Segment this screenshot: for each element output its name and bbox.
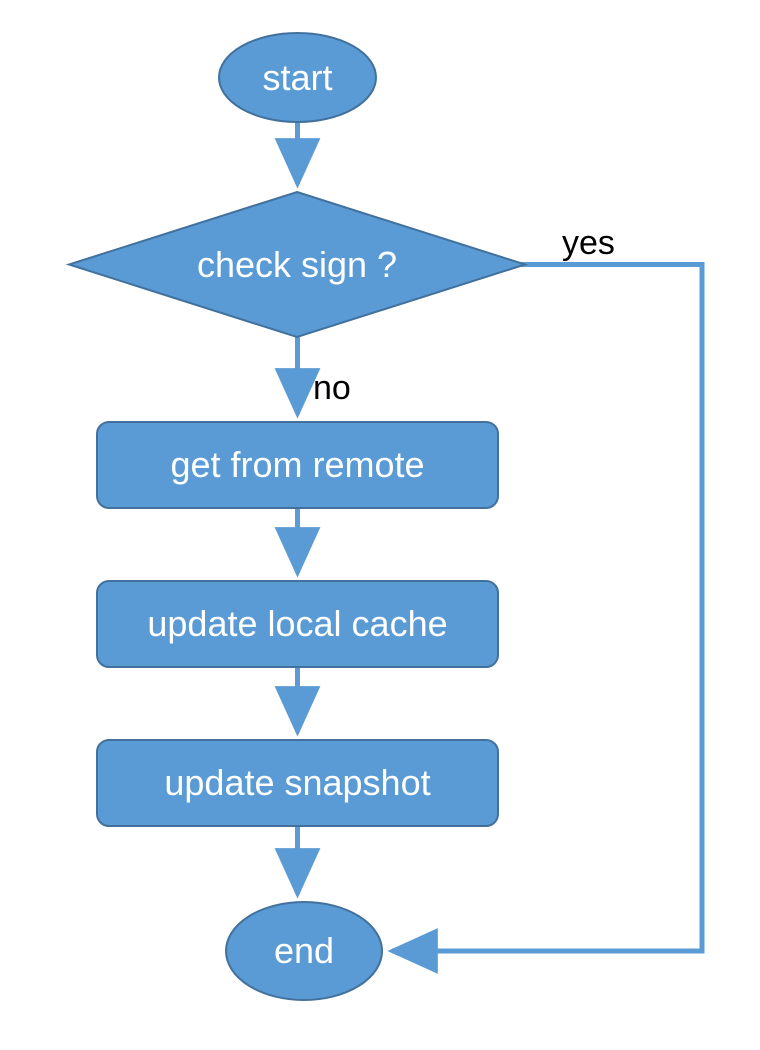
edge-label-no: no bbox=[313, 369, 351, 407]
nodes-layer bbox=[65, 32, 529, 1001]
node-update-local-cache-shape[interactable] bbox=[96, 580, 499, 668]
node-check-sign-shape[interactable] bbox=[65, 190, 529, 339]
node-get-from-remote-shape[interactable] bbox=[96, 421, 499, 509]
edge-check-yes-to-end bbox=[387, 262, 705, 974]
node-update-snapshot-shape[interactable] bbox=[96, 739, 499, 827]
node-end-shape[interactable] bbox=[225, 901, 383, 1001]
node-start-shape[interactable] bbox=[218, 32, 377, 123]
connectors-layer bbox=[274, 122, 705, 974]
edge-label-yes: yes bbox=[562, 224, 615, 262]
